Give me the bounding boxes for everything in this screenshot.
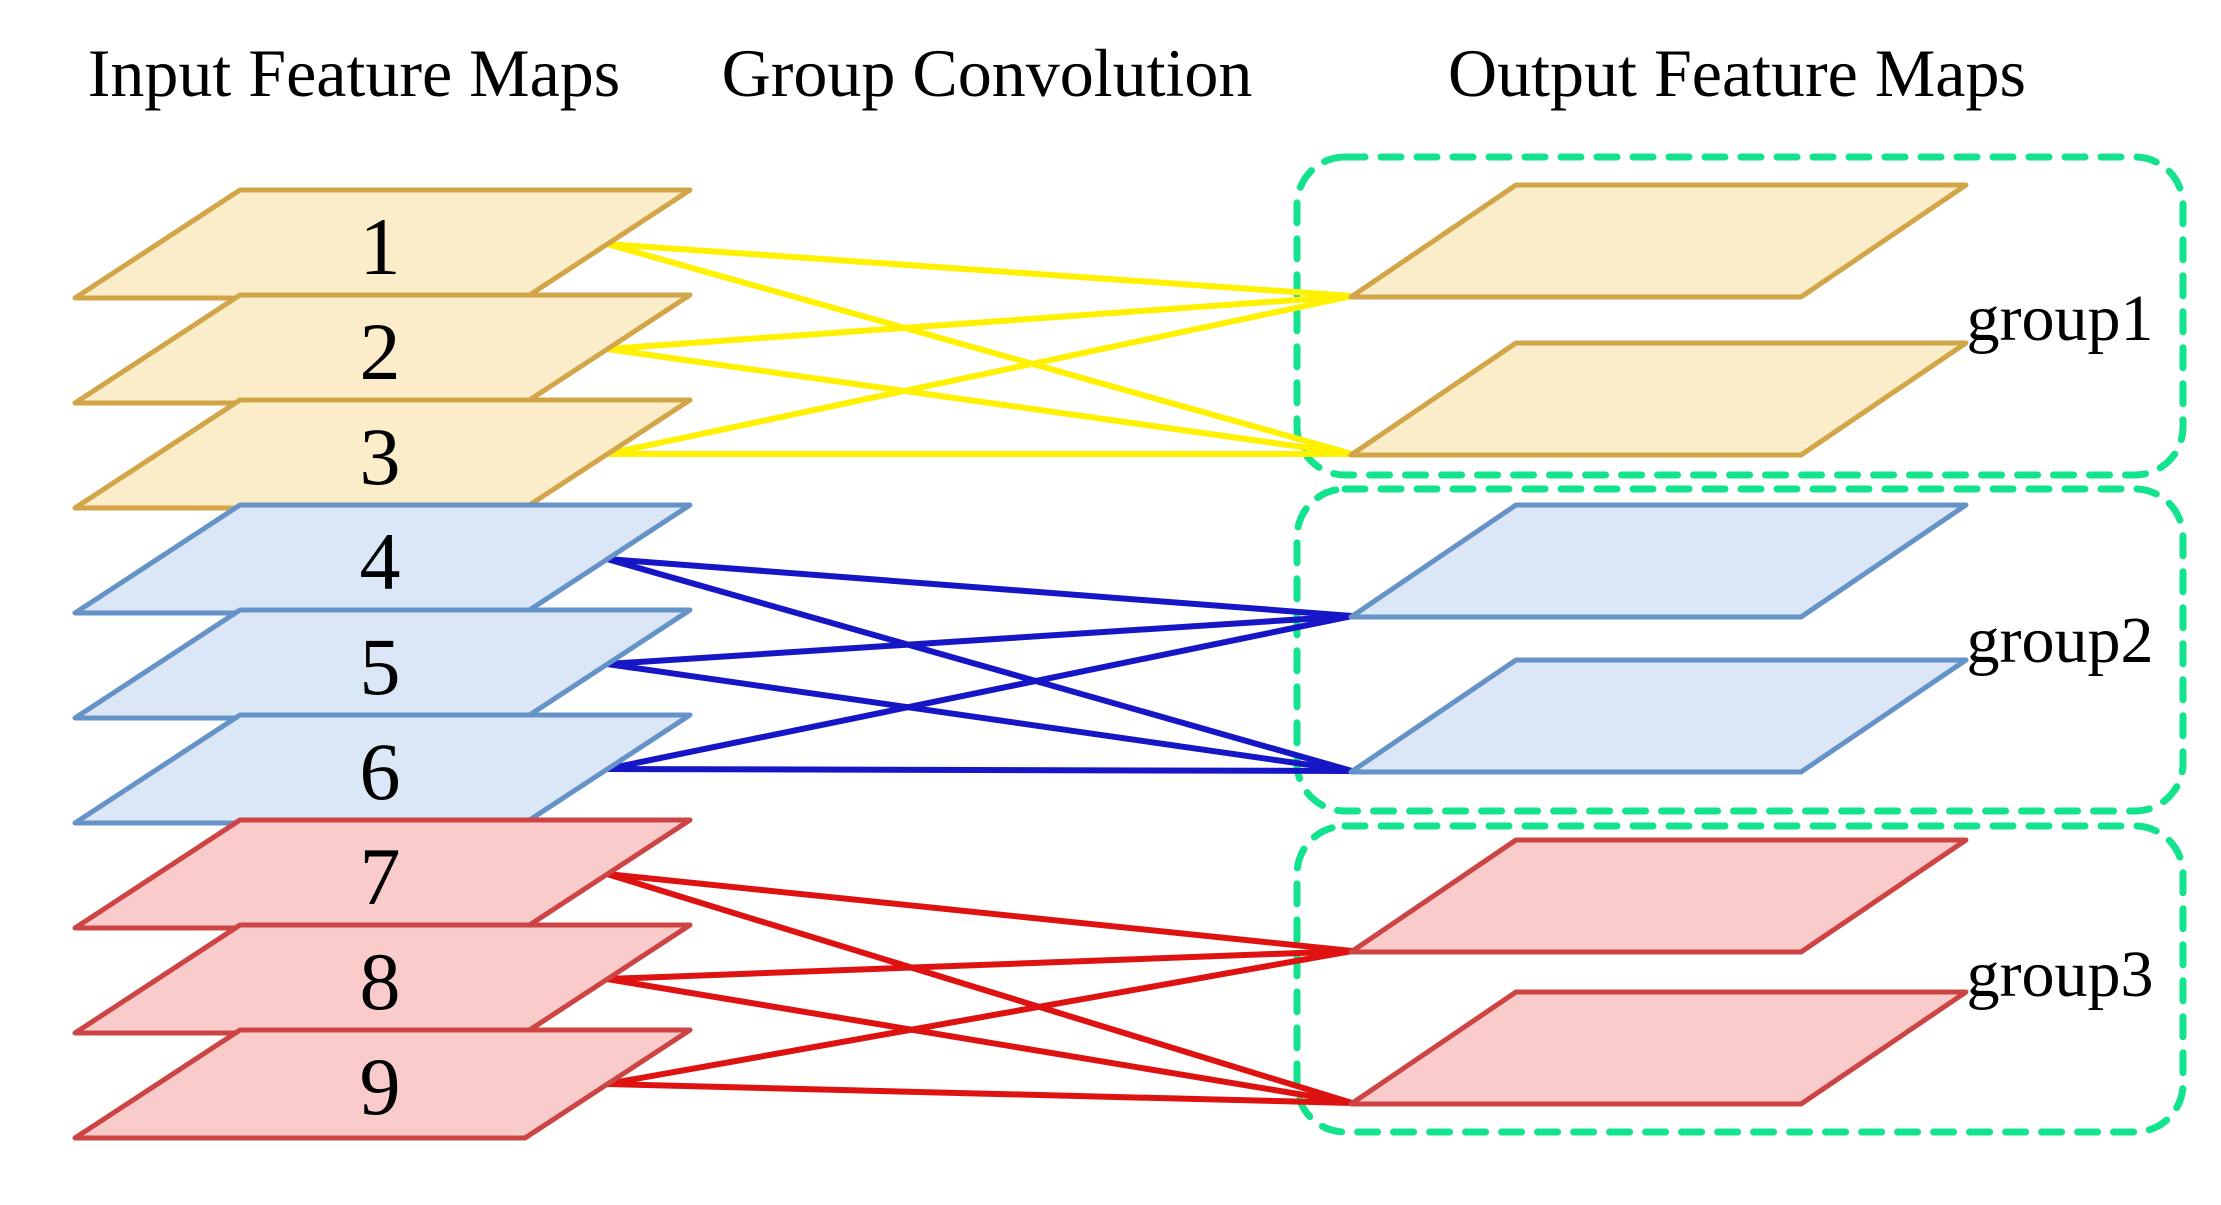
connection-input1-out2 — [604, 241, 1355, 457]
input-plate-7: 7 — [72, 817, 693, 931]
output-title: Output Feature Maps — [1448, 35, 2026, 111]
output-group3-plate-2 — [1348, 989, 1969, 1107]
input-plate-7-label: 7 — [360, 831, 401, 922]
connection-input9-out1 — [604, 948, 1355, 1087]
input-plate-2-label: 2 — [360, 306, 401, 397]
input-plate-2: 2 — [72, 292, 693, 406]
output-feature-maps — [1348, 182, 1969, 1107]
input-plate-5-label: 5 — [360, 621, 401, 712]
connection-input7-out2 — [604, 871, 1355, 1106]
connection-input5-out1 — [604, 613, 1355, 667]
group2-connections — [604, 556, 1355, 774]
output-group1-box — [1293, 153, 2187, 479]
connection-input3-out1 — [604, 293, 1355, 457]
input-plate-8-label: 8 — [360, 936, 401, 1027]
input-plate-4: 4 — [72, 502, 693, 616]
output-group3-plate-1 — [1348, 837, 1969, 955]
input-plate-6: 6 — [72, 712, 693, 826]
connection-input4-out1 — [604, 556, 1355, 619]
input-plate-6-label: 6 — [360, 726, 401, 817]
connection-input4-out2 — [604, 556, 1355, 774]
connection-input9-out2 — [604, 1081, 1355, 1106]
input-title: Input Feature Maps — [88, 35, 621, 111]
input-feature-maps: 1 2 3 4 5 6 7 8 — [72, 187, 693, 1141]
input-plate-1: 1 — [72, 187, 693, 301]
output-group1-plate-2 — [1348, 340, 1969, 458]
group1-connections — [604, 241, 1355, 457]
output-group2-box — [1293, 485, 2187, 815]
connection-input8-out2 — [604, 976, 1355, 1106]
group3-label: group3 — [1967, 938, 2154, 1011]
input-plate-9-shape — [72, 1027, 693, 1141]
connection-input2-out1 — [604, 293, 1355, 352]
connection-input6-out2 — [604, 766, 1355, 774]
connection-input6-out1 — [604, 613, 1355, 772]
input-plate-8: 8 — [72, 922, 693, 1036]
connection-input5-out2 — [604, 661, 1355, 774]
connection-input1-out1 — [604, 241, 1355, 299]
connection-input8-out1 — [604, 948, 1355, 982]
input-plate-5: 5 — [72, 607, 693, 721]
group3-connections — [604, 871, 1355, 1106]
output-group-labels: group1 group2 group3 — [1967, 282, 2154, 1011]
input-plate-4-label: 4 — [360, 516, 401, 607]
input-plate-9-label: 9 — [360, 1041, 401, 1132]
output-group2-plate-1 — [1348, 502, 1969, 620]
output-group1-plate-1 — [1348, 182, 1969, 300]
input-plate-3: 3 — [72, 397, 693, 511]
input-plate-9: 9 — [72, 1027, 693, 1141]
input-plate-3-label: 3 — [360, 411, 401, 502]
input-plate-1-label: 1 — [360, 201, 401, 292]
output-group-boxes — [1293, 153, 2187, 1136]
column-titles: Input Feature Maps Group Convolution Out… — [88, 35, 2026, 111]
connection-input7-out1 — [604, 871, 1355, 954]
output-group2-plate-2 — [1348, 657, 1969, 775]
group2-label: group2 — [1967, 604, 2154, 677]
connection-input2-out2 — [604, 346, 1355, 457]
output-group3-box — [1293, 822, 2187, 1136]
convolution-title: Group Convolution — [722, 35, 1253, 111]
group1-label: group1 — [1967, 282, 2154, 355]
